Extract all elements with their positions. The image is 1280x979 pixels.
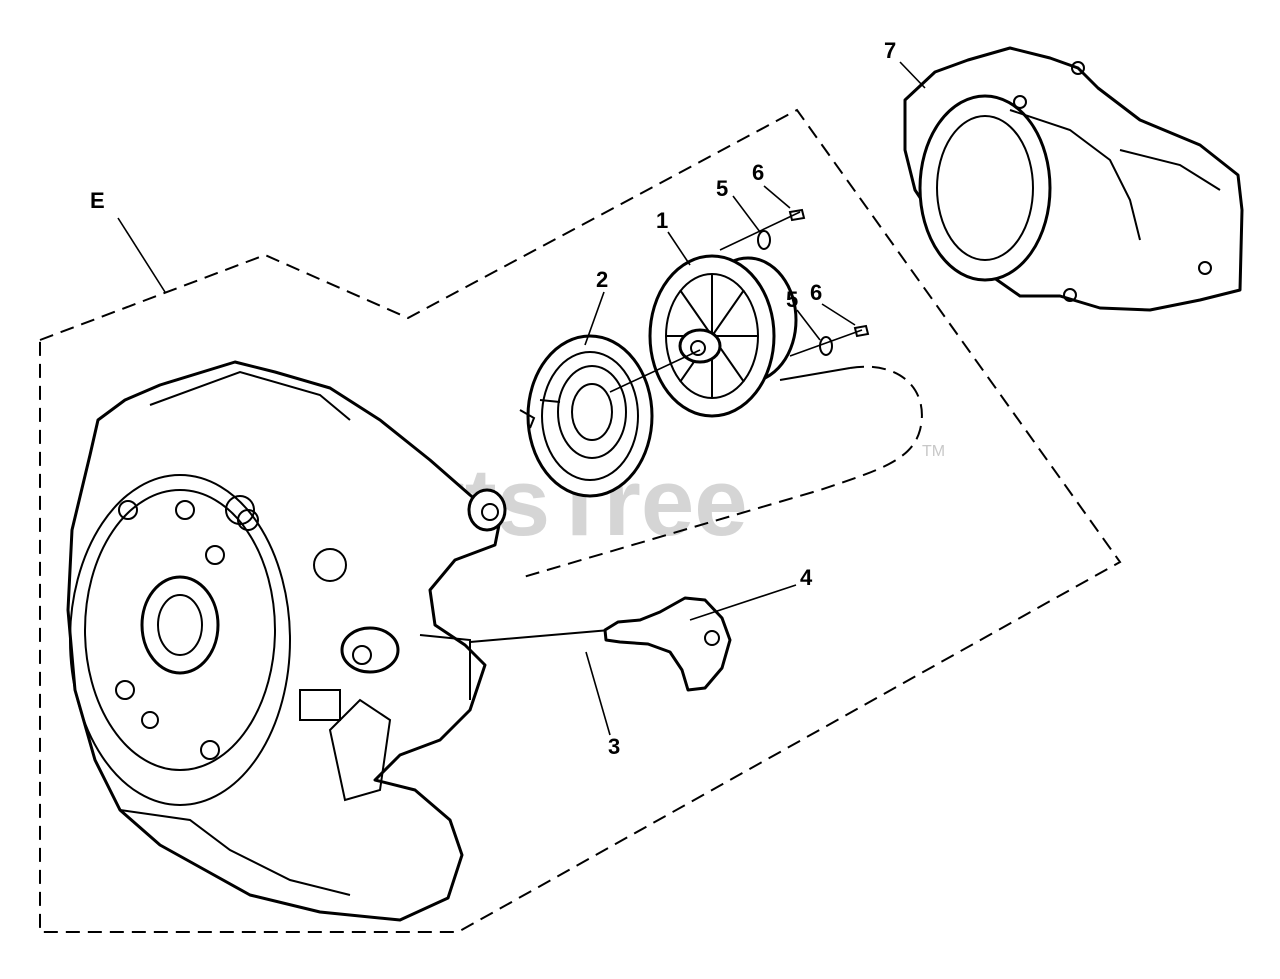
fasteners-lower — [789, 324, 870, 357]
fan-housing — [903, 46, 1244, 312]
callout-6-top: 6 — [752, 160, 764, 185]
callout-6-lower: 6 — [810, 280, 822, 305]
leader-lines — [117, 61, 926, 736]
callout-5-lower: 5 — [786, 287, 798, 312]
fasteners-top — [719, 208, 806, 251]
callout-7: 7 — [884, 38, 896, 63]
recoil-spring — [519, 334, 654, 498]
rope-to-handle — [469, 629, 611, 643]
assembly-axis — [609, 349, 701, 393]
callout-e: E — [90, 188, 105, 213]
callout-2: 2 — [596, 267, 608, 292]
starter-handle — [603, 596, 732, 692]
callout-3: 3 — [608, 734, 620, 759]
starter-housing — [66, 360, 507, 922]
rope-loop — [519, 365, 923, 579]
callout-4: 4 — [800, 565, 813, 590]
callout-5-top: 5 — [716, 176, 728, 201]
watermark-trademark: TM — [922, 443, 945, 460]
assembly-boundary — [39, 108, 1122, 933]
callout-1: 1 — [656, 208, 668, 233]
rope-pulley — [648, 254, 851, 418]
